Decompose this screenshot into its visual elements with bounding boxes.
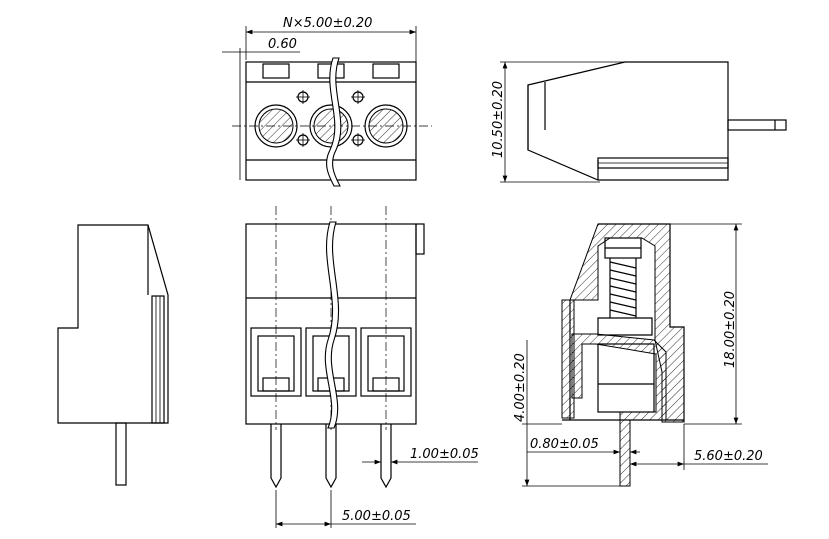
- left-side-view: [57, 224, 169, 486]
- dim-pin-pitch: 5.00±0.05: [342, 509, 411, 524]
- section-view: 18.00±0.20 4.00±0.20 0.80±0.05 5.60±0.20: [513, 223, 768, 487]
- dim-height-top: 10.50±0.20: [491, 81, 506, 158]
- side-view-top: 10.50±0.20: [491, 61, 787, 183]
- dim-pin-thickness: 0.80±0.05: [530, 437, 599, 452]
- dim-pitch-total: N×5.00±0.20: [283, 16, 372, 31]
- dim-offset: 0.60: [268, 37, 297, 52]
- dim-pin-offset: 5.60±0.20: [694, 449, 763, 464]
- dim-pin-height: 4.00±0.20: [513, 353, 528, 422]
- dim-total-height: 18.00±0.20: [723, 291, 738, 368]
- front-view: 1.00±0.05 5.00±0.05: [245, 206, 479, 528]
- top-view: N×5.00±0.20 0.60: [222, 16, 432, 187]
- screw-thread: [609, 258, 637, 318]
- dim-pin-width: 1.00±0.05: [410, 447, 479, 462]
